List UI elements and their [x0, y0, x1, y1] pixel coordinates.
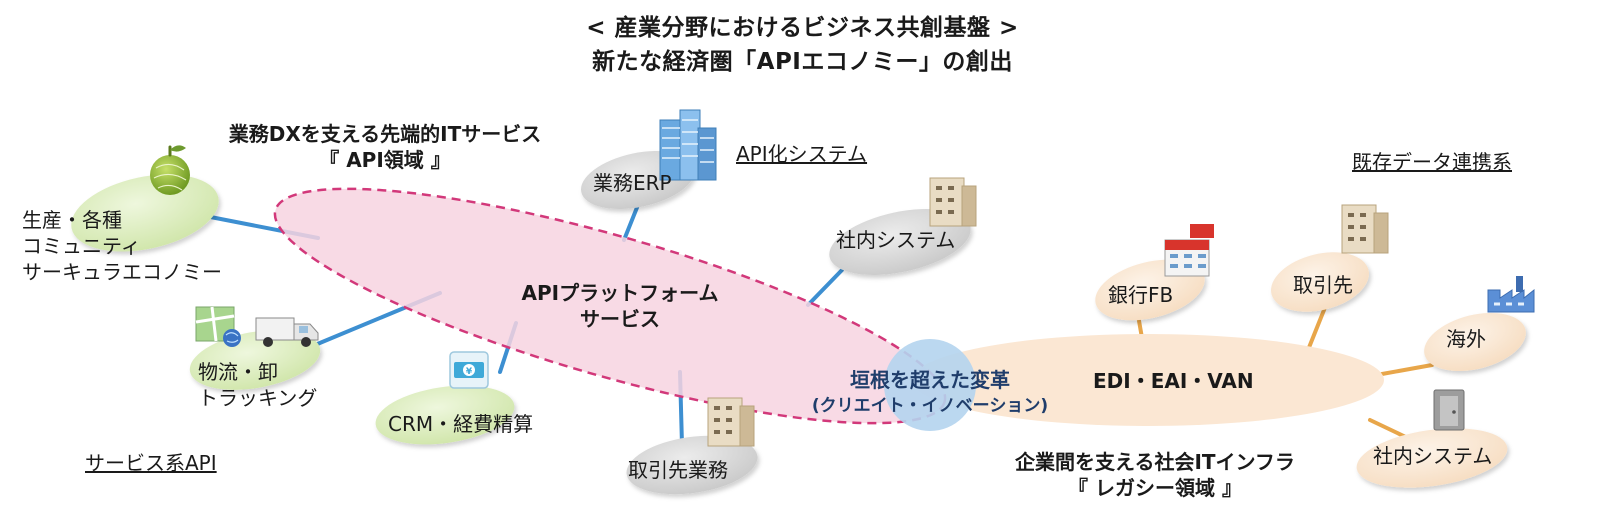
- factory-icon: [1487, 276, 1535, 313]
- connector-erp: [622, 203, 640, 242]
- legacy-area-heading-line-1: 企業間を支える社会ITインフラ: [1015, 450, 1295, 474]
- connector-partner: [1306, 303, 1328, 352]
- node-erp-label: 業務ERP: [593, 171, 672, 195]
- connector-internal-api: [806, 268, 844, 307]
- truck-icon: [255, 317, 319, 347]
- bank-icon: [1164, 224, 1214, 277]
- title-line-2: 新たな経済圏「APIエコノミー」の創出: [592, 49, 1013, 75]
- node-partner-label: 取引先: [1293, 273, 1353, 297]
- innovation-line-2: (クリエイト・イノベーション): [811, 396, 1049, 416]
- node-logistics-shape: [189, 330, 321, 390]
- building-icon: [707, 397, 755, 447]
- node-community-shape: [71, 174, 219, 252]
- node-community-label: 生産・各種 コミュニティ サーキュラエコノミー: [22, 207, 222, 285]
- legacy-core-label: EDI・EAI・VAN: [1093, 369, 1254, 393]
- node-community-line-2: コミュニティ: [22, 234, 141, 258]
- node-logistics-label: 物流・卸 トラッキング: [198, 359, 317, 411]
- section-label-service-api: サービス系API: [85, 451, 217, 475]
- node-internal-legacy-shape: [1356, 428, 1508, 488]
- map-icon: [195, 306, 241, 347]
- node-internal-api-label: 社内システム: [836, 228, 956, 252]
- legacy-area-heading-line-2: 『 レガシー領域 』: [1068, 476, 1242, 500]
- innovation-label: 垣根を超えた変革 (クリエイト・イノベーション): [800, 367, 1060, 419]
- node-crm-shape: [375, 385, 515, 445]
- node-overseas-shape: [1424, 312, 1526, 372]
- api-area-heading-line-2: 『 API領域 』: [319, 148, 451, 172]
- api-platform-line-1: APIプラットフォーム: [521, 281, 719, 305]
- innovation-line-1: 垣根を超えた変革: [850, 368, 1010, 392]
- node-crm-label: CRM・経費精算: [388, 412, 534, 436]
- api-area-heading: 業務DXを支える先端的ITサービス 『 API領域 』: [195, 121, 575, 173]
- node-partner-shape: [1271, 252, 1369, 312]
- node-logistics-line-1: 物流・卸: [198, 360, 278, 384]
- section-label-api-systems: API化システム: [736, 142, 868, 166]
- api-area-heading-line-1: 業務DXを支える先端的ITサービス: [228, 122, 542, 146]
- api-platform-label: APIプラットフォーム サービス: [500, 280, 740, 332]
- svg-text:¥: ¥: [466, 367, 473, 377]
- building-icon: [929, 177, 977, 227]
- office-tower-icon: [659, 109, 717, 181]
- node-internal-legacy-label: 社内システム: [1373, 444, 1493, 468]
- door-icon: [1433, 389, 1465, 431]
- node-community-line-1: 生産・各種: [22, 208, 122, 232]
- yen-card-icon: ¥: [449, 351, 489, 389]
- innovation-circle: [884, 339, 976, 431]
- legacy-ellipse: [912, 334, 1384, 426]
- node-community-line-3: サーキュラエコノミー: [22, 260, 222, 284]
- title-line-1: < 産業分野におけるビジネス共創基盤 >: [586, 15, 1019, 41]
- connector-overseas: [1380, 363, 1434, 376]
- api-platform-line-2: サービス: [580, 307, 660, 331]
- building-icon: [1341, 204, 1389, 254]
- node-overseas-label: 海外: [1446, 327, 1486, 351]
- node-partner-ops-label: 取引先業務: [628, 458, 728, 482]
- node-partner-ops-shape: [626, 435, 758, 495]
- legacy-area-heading: 企業間を支える社会ITインフラ 『 レガシー領域 』: [985, 449, 1325, 501]
- node-logistics-line-2: トラッキング: [198, 386, 318, 410]
- melon-icon: [150, 145, 190, 195]
- node-bank-label: 銀行FB: [1108, 283, 1174, 307]
- section-label-existing-data: 既存データ連携系: [1352, 150, 1512, 174]
